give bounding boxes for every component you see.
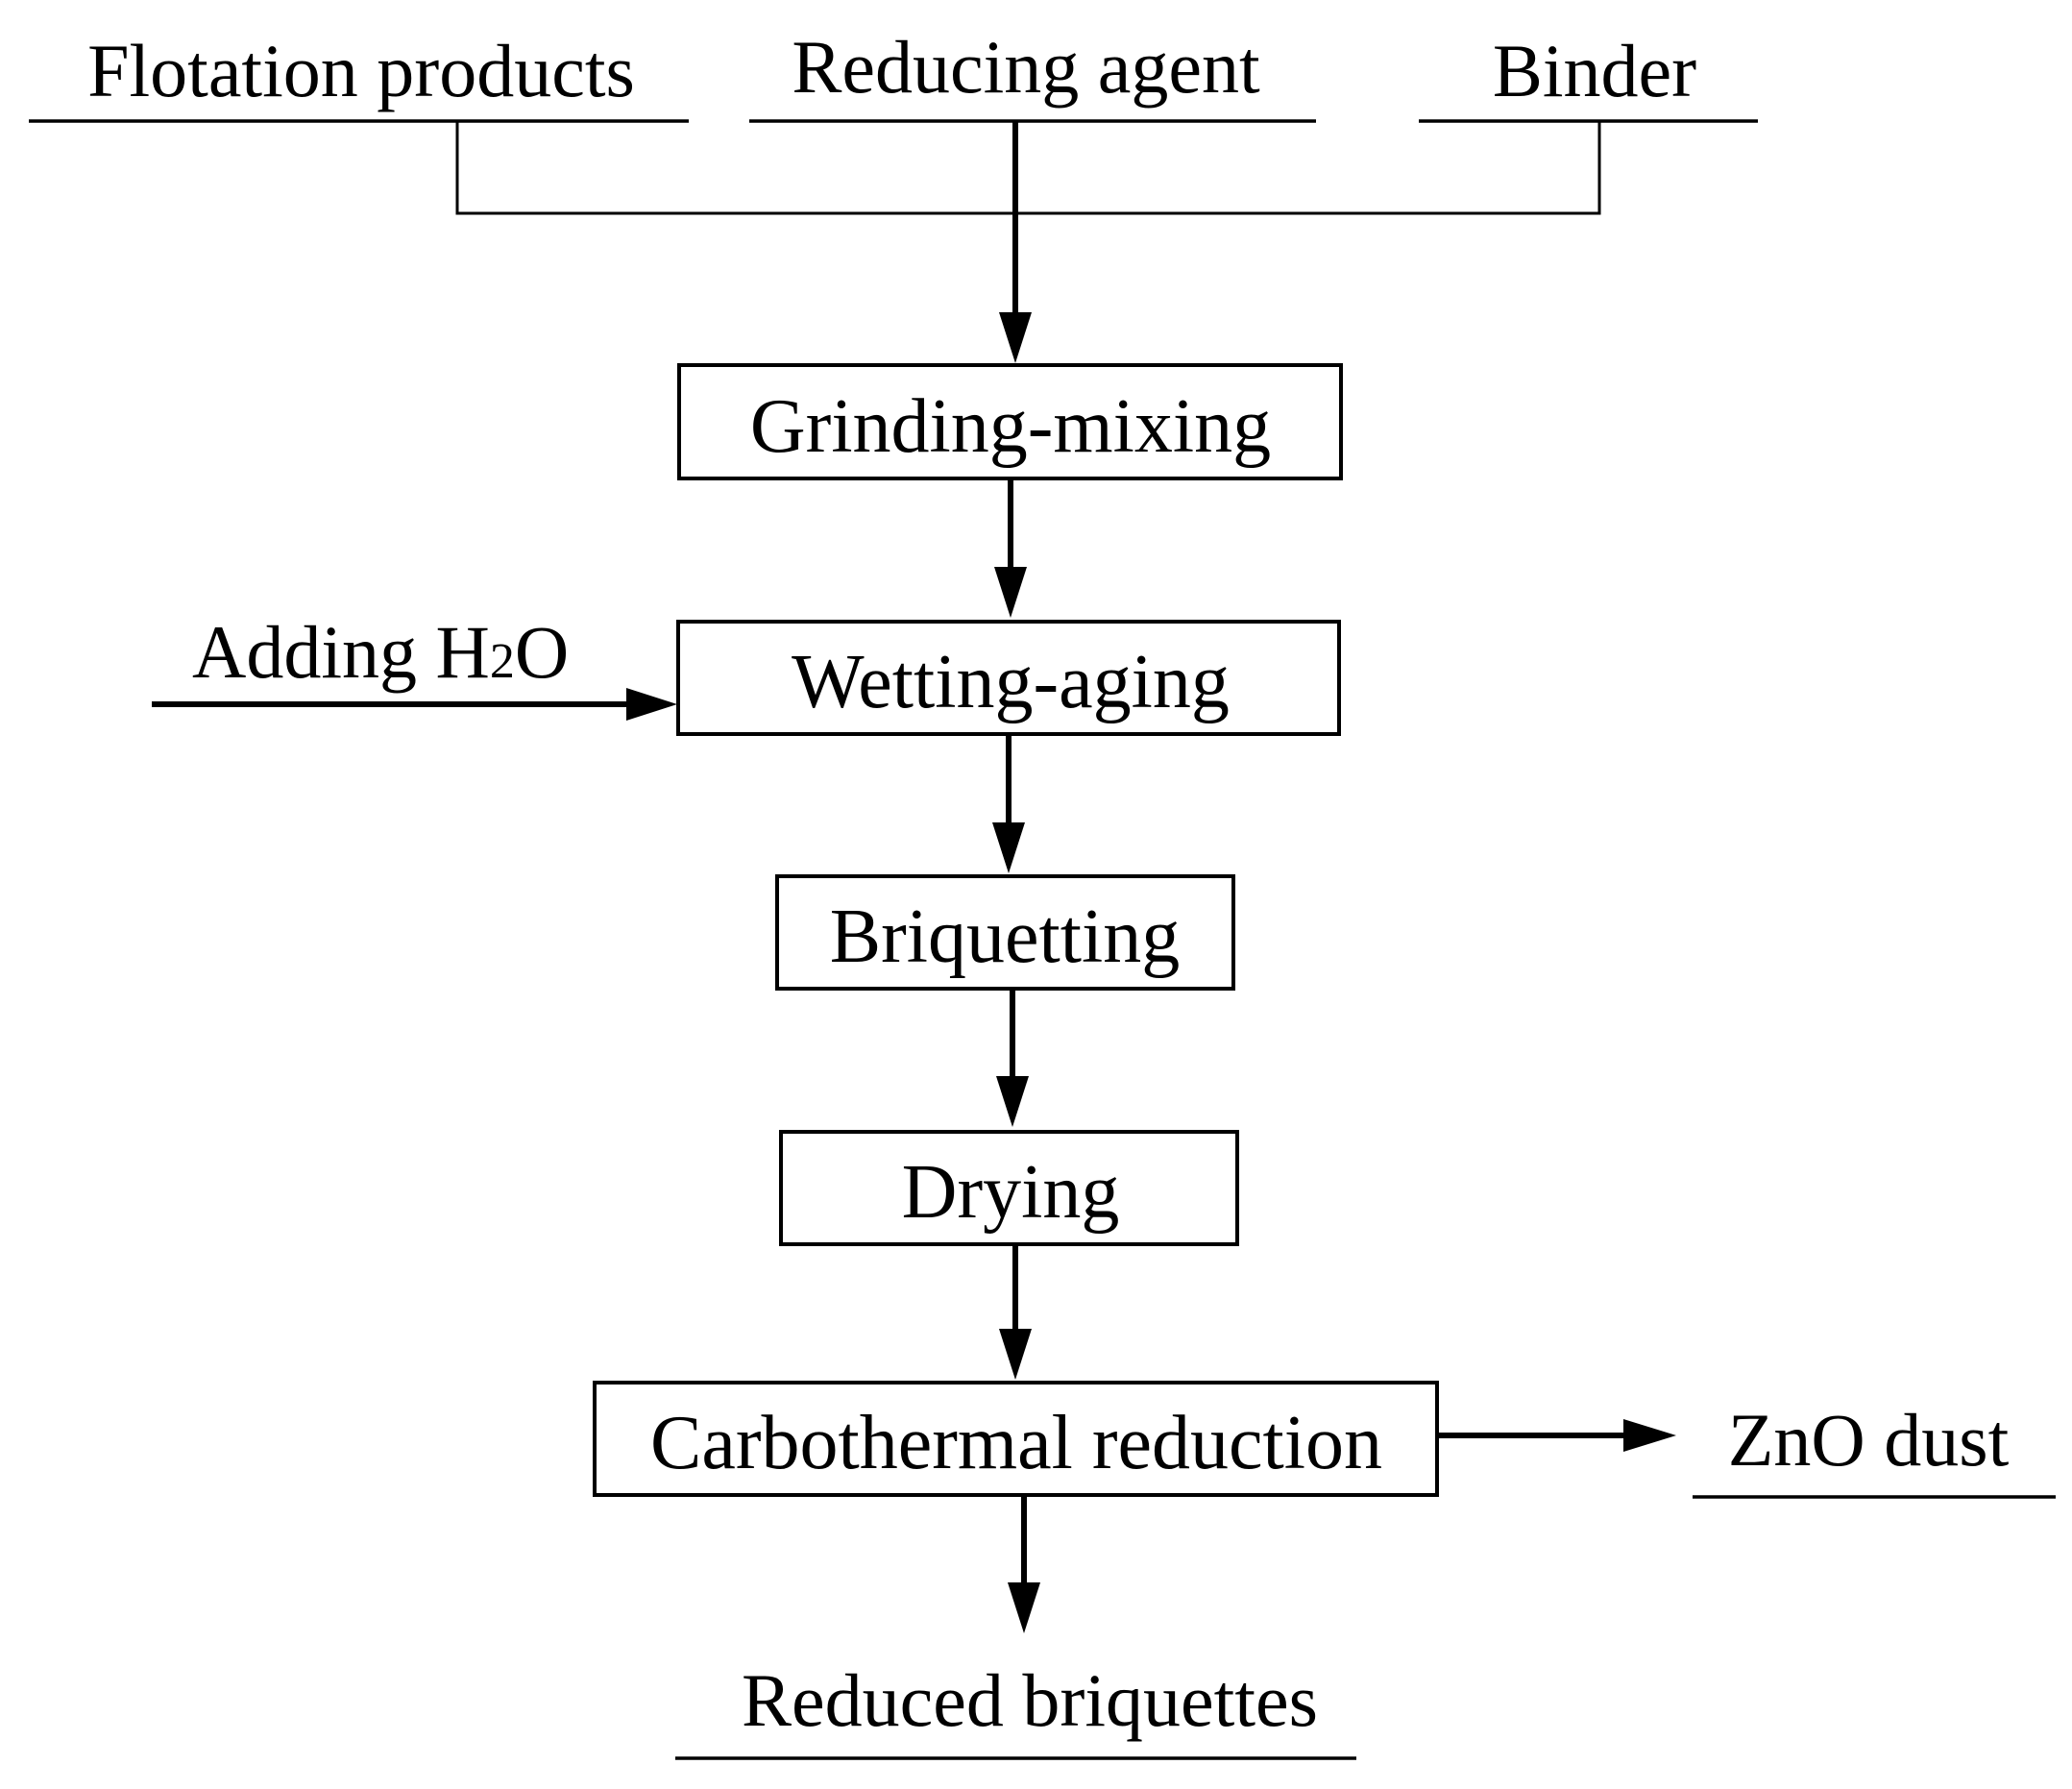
output-reduced-briquettes: Reduced briquettes [742,1658,1318,1742]
arrow-grinding-to-wetting-head [994,567,1027,618]
arrow-to-reduced-briquettes-head [1008,1582,1040,1633]
arrow-briquetting-to-drying-head [996,1076,1029,1127]
step-grinding-mixing: Grinding-mixing [750,384,1271,469]
arrow-wetting-to-briquetting-head [992,822,1025,873]
step-briquetting: Briquetting [830,894,1180,979]
output-zno-dust: ZnO dust [1728,1398,2010,1482]
adding-water-label: Adding H2O [192,610,569,694]
step-carbothermal-reduction: Carbothermal reduction [650,1401,1382,1485]
input-reducing-agent: Reducing agent [792,25,1260,109]
step-briquetting-box [775,874,1235,991]
step-grinding-mixing-box [677,363,1343,480]
step-drying: Drying [902,1150,1120,1235]
step-drying-box [779,1130,1239,1246]
input-flotation-products: Flotation products [87,29,635,112]
input-binder: Binder [1493,29,1696,112]
arrow-to-grinding-head [999,312,1032,363]
step-carbothermal-reduction-box [593,1381,1439,1497]
arrow-drying-to-reduction-head [999,1329,1032,1380]
arrow-to-zno-dust-head [1623,1419,1676,1452]
step-wetting-aging: Wetting-aging [792,640,1230,724]
step-wetting-aging-box [676,620,1341,736]
input-connector [455,121,1601,215]
arrow-adding-water-head [626,688,677,721]
